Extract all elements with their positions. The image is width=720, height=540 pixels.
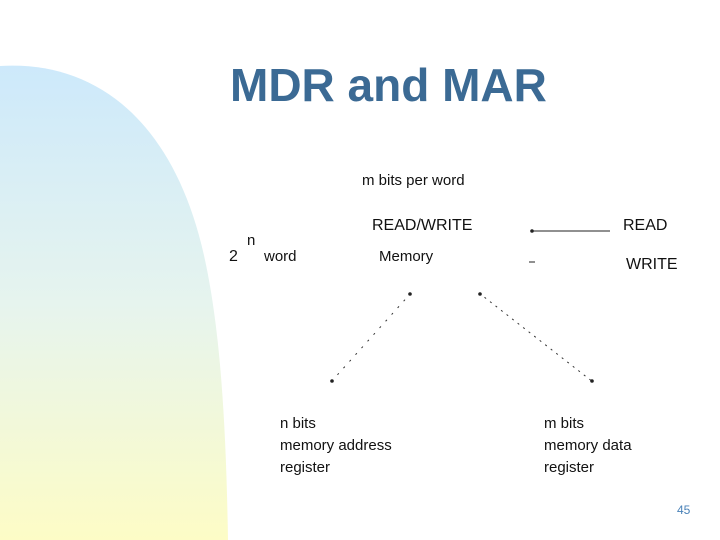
mdr-line3: register: [544, 459, 595, 476]
memory-to-mar-dotted-line: [330, 292, 412, 383]
mar-line-top-arrowhead: [408, 292, 412, 296]
read-write-label: READ/WRITE: [372, 217, 473, 234]
word-label: word: [264, 248, 297, 265]
mar-line2: memory address: [280, 437, 392, 454]
slide-title: MDR and MAR: [230, 59, 547, 111]
read-label: READ: [623, 217, 668, 234]
memory-to-mdr-dotted-line: [478, 292, 594, 383]
exponent-n-label: n: [247, 232, 256, 249]
write-label: WRITE: [626, 256, 678, 273]
memory-label: Memory: [379, 248, 434, 265]
mdr-line1: m bits: [544, 415, 585, 432]
read-arrowhead: [530, 229, 534, 233]
mar-line-bottom-arrowhead: [330, 379, 334, 383]
m-bits-per-word-label: m bits per word: [362, 172, 465, 189]
two-label: 2: [229, 248, 238, 265]
mar-line1: n bits: [280, 415, 316, 432]
mdr-line2: memory data: [544, 437, 632, 454]
mdr-label: m bits memory data register: [544, 413, 632, 479]
mdr-line-bottom-arrowhead: [590, 379, 594, 383]
mar-line3: register: [280, 459, 331, 476]
page-number: 45: [677, 503, 691, 517]
mdr-line-top-arrowhead: [478, 292, 482, 296]
mar-label: n bits memory address register: [280, 413, 392, 479]
